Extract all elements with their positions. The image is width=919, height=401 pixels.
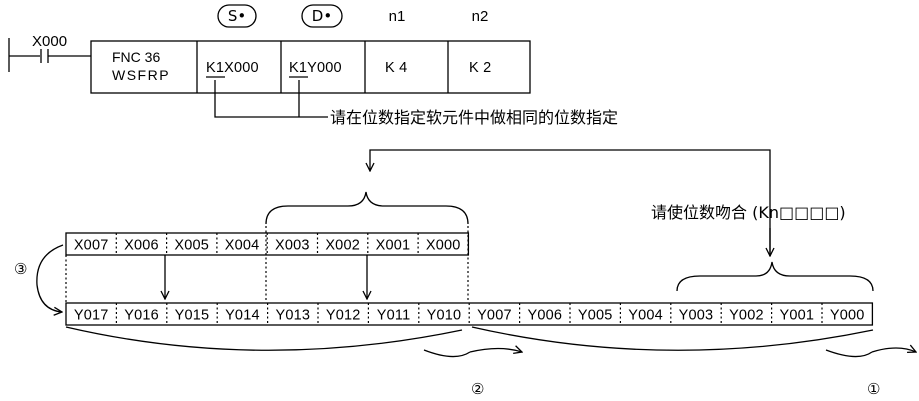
dest-bit-cell: Y013	[275, 308, 310, 324]
operand-n2: K 2	[469, 60, 491, 76]
s-header-frame	[217, 4, 257, 28]
shift-curve-2	[423, 349, 471, 358]
step3-arrow	[36, 244, 63, 312]
n1-link	[370, 149, 771, 256]
dest-bit-cell: Y017	[74, 308, 109, 324]
dest-bit-cell: Y016	[124, 308, 159, 324]
shift-arrow-1	[871, 348, 916, 352]
shift-curve-1	[825, 349, 873, 358]
dest-bit-cell: Y002	[729, 308, 764, 324]
operand-d: K1Y000	[289, 60, 342, 76]
s-header: S•	[228, 7, 246, 25]
same-digits-note: 请在位数指定软元件中做相同的位数指定	[330, 108, 618, 127]
ladder-rung: X000 FNC 36 WSFRP K1X000 K1Y000 K 4 K 2 …	[8, 4, 618, 127]
dest-bit-cell: Y006	[527, 308, 562, 324]
step1-marker: ①	[867, 381, 880, 398]
step3-marker: ③	[14, 261, 27, 278]
n1-brace-dest	[676, 261, 874, 292]
contact-label: X000	[32, 33, 67, 50]
dest-bit-cell: Y003	[679, 308, 714, 324]
digit-bracket	[214, 80, 310, 118]
dest-bit-cell: Y004	[628, 308, 663, 324]
operand-s: K1X000	[206, 60, 259, 76]
instruction-box	[90, 40, 531, 94]
source-bit-cell: X000	[426, 238, 461, 254]
bottom-curve-lower	[471, 326, 874, 351]
dest-bit-cell: Y010	[427, 308, 462, 324]
instruction-code: FNC 36	[112, 49, 160, 65]
bottom-curve-upper	[65, 326, 463, 351]
n1-header: n1	[389, 8, 406, 25]
source-bit-cell: X002	[325, 238, 360, 254]
d-header: D•	[312, 7, 332, 25]
source-bit-cell: X001	[376, 238, 411, 254]
shift-arrow-2	[469, 349, 522, 353]
dest-bit-cell: Y007	[477, 308, 512, 324]
instruction-mnemonic: WSFRP	[112, 67, 170, 83]
dest-bit-cell: Y001	[779, 308, 814, 324]
source-bit-cell: X007	[74, 238, 109, 254]
source-bit-cell: X004	[225, 238, 260, 254]
destination-row: Y017 Y016 Y015 Y014 Y013 Y012 Y011 Y010 Y007 Y006…	[65, 302, 874, 326]
x000-contact	[40, 49, 49, 63]
dest-bit-cell: Y005	[578, 308, 613, 324]
n1-brace-source	[265, 191, 469, 225]
dest-bit-cell: Y012	[326, 308, 361, 324]
match-digits-note: 请使位数吻合 (Kn□□□□)	[651, 203, 846, 222]
dest-bit-cell: Y014	[225, 308, 260, 324]
source-bit-cell: X003	[275, 238, 310, 254]
d-header-frame	[301, 4, 343, 28]
source-row: X007 X006 X005 X004 X003 X002 X001 X000	[65, 232, 470, 256]
dest-bit-cell: Y011	[377, 308, 411, 324]
source-bit-cell: X006	[124, 238, 159, 254]
source-bit-cell: X005	[174, 238, 209, 254]
n2-header: n2	[472, 8, 489, 25]
dest-bit-cell: Y000	[830, 308, 865, 324]
dest-bit-cell: Y015	[175, 308, 210, 324]
step2-marker: ②	[471, 381, 484, 398]
operand-n1: K 4	[385, 60, 407, 76]
